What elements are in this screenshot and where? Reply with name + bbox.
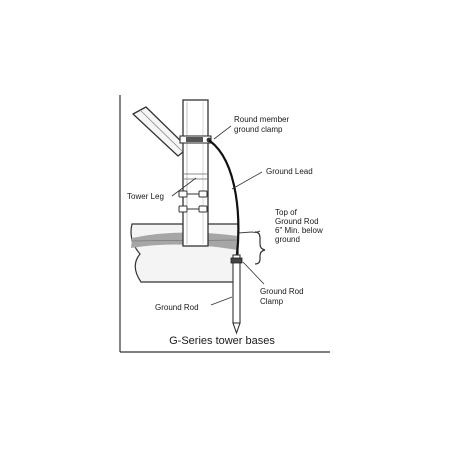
label-rod-clamp-line1: Ground Rod: [260, 287, 304, 296]
label-rod-clamp-line2: Clamp: [260, 297, 284, 306]
tower-leg: [182, 99, 209, 247]
label-ground-lead: Ground Lead: [266, 167, 313, 176]
label-top-rod-line4: ground: [275, 235, 300, 244]
frame-border: [119, 95, 330, 353]
diagram-caption: G-Series tower bases: [169, 335, 275, 347]
depth-brace: [254, 231, 266, 265]
diagonal-brace: [132, 106, 189, 157]
round-member-clamp: [179, 135, 212, 144]
ground-lead-wire: [208, 139, 240, 264]
label-clamp-line1: Round member: [234, 115, 289, 124]
label-ground-rod: Ground Rod: [155, 303, 199, 312]
ground-rod-clamp: [230, 257, 243, 264]
label-top-rod-line2: Ground Rod: [275, 217, 319, 226]
ground-rod: [232, 254, 241, 335]
label-tower-leg: Tower Leg: [127, 192, 164, 201]
leg-bolts: [178, 190, 208, 213]
leader-lines: [171, 125, 265, 306]
label-clamp-line2: ground clamp: [234, 125, 283, 134]
label-top-rod-line1: Top of: [275, 208, 298, 217]
label-top-rod-line3: 6" Min. below: [275, 226, 323, 235]
